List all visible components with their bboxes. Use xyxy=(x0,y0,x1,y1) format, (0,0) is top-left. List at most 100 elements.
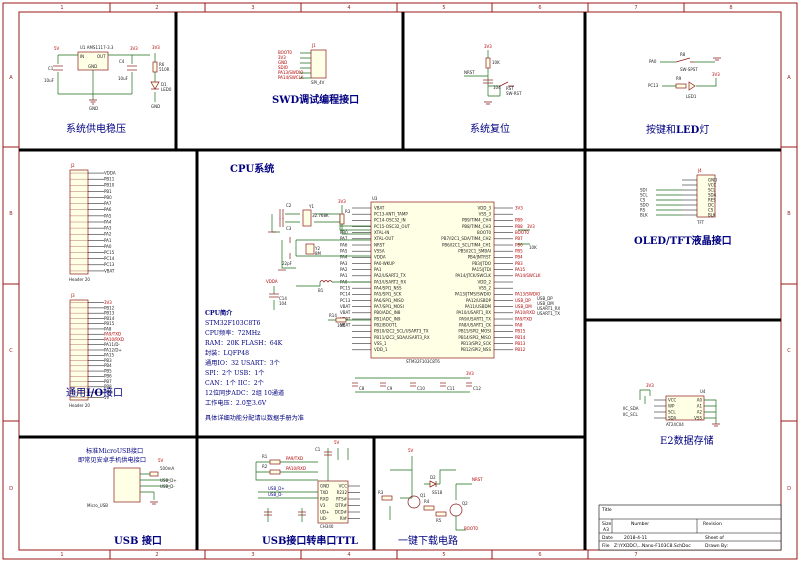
oled-net: SCL xyxy=(640,192,648,197)
header-pin-net: PB8 xyxy=(104,384,112,389)
eeprom-net-sda: IIC_SDA xyxy=(623,406,639,411)
zone-side-c-r: C xyxy=(787,348,791,354)
zone-markers-side: A B C D A B C D xyxy=(9,75,791,492)
mcu-right-net: PA15 xyxy=(515,267,525,272)
zone-top-3: 3 xyxy=(251,5,254,11)
led-3v3: 3V3 xyxy=(712,72,720,77)
zone-side-b: B xyxy=(9,211,13,217)
header-pin-net: PB9 xyxy=(104,390,112,395)
zone-top-7: 7 xyxy=(634,5,637,11)
cpu-note-line-4: 封装：LQFP48 xyxy=(205,349,249,357)
mcu-right-pin: VSS_3 xyxy=(479,212,492,217)
mcu-right-pin: VDD_2 xyxy=(478,279,492,284)
swd-pin-sdio: SDIO xyxy=(278,65,288,70)
tb-date-val: 2018-4-11 xyxy=(624,535,647,541)
oled-net: CS xyxy=(640,197,646,202)
tb-revision: Revision xyxy=(703,521,722,527)
cap-c14: C14 xyxy=(279,296,287,301)
swd-pin-gnd: GND xyxy=(278,60,287,65)
tb-size-val: A3 xyxy=(603,527,609,533)
ch340-left-pin: UD+ xyxy=(320,509,329,514)
header-pin-net: PB3 xyxy=(104,358,112,363)
header-b-ref: J3 xyxy=(70,293,75,298)
mcu-left-pin: PB2/BOOT1 xyxy=(374,323,397,328)
mcu-right-pin: PB8/TIM4_CH3 xyxy=(462,224,491,229)
zone-bot-5: 5 xyxy=(442,552,445,558)
cap-c14-val: 104 xyxy=(279,301,287,306)
mcu-right-net: PB14 xyxy=(515,335,526,340)
pb2-resistor-label: R14 xyxy=(329,313,337,318)
header-pin-net: PC15 xyxy=(104,250,115,255)
download-circuit: 5V D2 SS18 Q1 Q2 R3 R4 R5 NRST BOOT0 xyxy=(378,448,483,531)
cpu-note-title: CPU简介 xyxy=(205,309,233,317)
mcu-right-net: PA14/SWCLK xyxy=(515,273,541,278)
tb-file-val: Z:\YXDDC\...Nano-F103C8.SchDoc xyxy=(614,543,691,549)
mcu-left-pin: VSS_1 xyxy=(374,341,387,346)
cpu-note-line-7: CAN：1个 IIC：2个 xyxy=(205,380,264,387)
mcu-3v3-net: 3V3 xyxy=(527,224,535,229)
oled-pin: SCL xyxy=(708,187,716,192)
oled-pin: GND xyxy=(708,177,717,182)
section-title-keyled: 按键和LED灯 xyxy=(646,123,709,136)
zone-bot-1: 1 xyxy=(60,552,63,558)
usb-note-1: 标准MicroUSB接口 xyxy=(86,447,143,455)
ttl-r2: R2 xyxy=(262,464,268,469)
mcu-right-pin: PB13/SPI2_SCK xyxy=(461,341,492,346)
reset-c-value: 104 xyxy=(493,85,501,90)
xtal2-label: Y2 xyxy=(314,246,320,251)
section-title-usbttl: USB接口转串口TTL xyxy=(262,534,358,547)
section-title-e2: E2数据存储 xyxy=(660,434,714,447)
net-usb-dm: USB_DM xyxy=(537,301,554,306)
xtal1-value: 32.768K xyxy=(312,213,329,218)
header-pin-net: PB4 xyxy=(104,363,112,368)
ch340-right-pin: DTR# xyxy=(335,503,347,508)
section-title-cpu: CPU系统 xyxy=(230,162,274,175)
mcu-right-net: PA8 xyxy=(515,323,523,328)
eeprom-part: AT24C04 xyxy=(666,422,684,427)
r6-3v3-label: 3V3 xyxy=(152,45,160,50)
eeprom-right-pin: A1 xyxy=(697,403,703,408)
mcu-right-net: PB4 xyxy=(515,255,523,260)
mcu-left-pin: NRST xyxy=(374,242,385,247)
ttl-net-dp: USB_D+ xyxy=(268,486,285,491)
net-usart-tx: USART1_TX xyxy=(537,311,560,316)
mcu-right-net: PB3 xyxy=(515,261,523,266)
caps-3v3: 3V3 xyxy=(466,371,474,376)
tb-size: Size xyxy=(602,521,611,527)
mcu-right-pin: PB4/JNTRST xyxy=(468,255,492,260)
zone-bot-7: 7 xyxy=(634,552,637,558)
mcu-left-pin: PB11/I2C2_SDA/USART3_RX xyxy=(374,335,430,340)
mcu-right-pin: PA10/USART1_RX xyxy=(456,310,491,315)
dl-diode: D2 xyxy=(430,475,436,480)
mcu-left-pin: PB0/ADC_IN8 xyxy=(374,310,401,315)
reset-circuit: 3V3 10K 104 NRST RST SW-RST xyxy=(464,44,522,105)
r6-label: R6 xyxy=(159,62,165,67)
oled-conn-label: TFT xyxy=(696,220,705,225)
mcu-left-net: PC15 xyxy=(340,286,351,291)
inductor-label: B1 xyxy=(318,288,324,293)
dl-q1: Q1 xyxy=(420,493,426,498)
header-pin-net: PA9/TXD xyxy=(104,332,121,337)
mcu-left-net: PA1 xyxy=(340,273,348,278)
section-title-swd: SWD调试编程接口 xyxy=(272,93,359,106)
zone-top-8: 8 xyxy=(729,5,732,11)
reset-r-value: 10K xyxy=(492,60,500,65)
key-switch-label: SW-SPST xyxy=(680,67,698,72)
ch340-right-pin: R232 xyxy=(337,490,348,495)
header-pin-net: PA12/D+ xyxy=(104,347,122,352)
mcu-right-pin: PB6/I2C1_SCL/TIM4_CH1 xyxy=(442,242,491,247)
c1-value: 10uF xyxy=(44,78,55,83)
tb-sheet: Sheet of xyxy=(705,535,724,541)
header-pin-net: PA15 xyxy=(104,353,114,358)
header-pin-net: PB13 xyxy=(104,311,115,316)
header-pin-net: PA10/RXD xyxy=(104,337,124,342)
mcu-right-pin: PA11/USBDM xyxy=(465,304,492,309)
swd-pin-3v3: 3V3 xyxy=(278,55,286,60)
eeprom-net-scl: IIC_SCL xyxy=(623,412,638,417)
tb-file: File xyxy=(602,543,610,549)
section-title-usb: USB 接口 xyxy=(114,534,162,547)
mcu-left-pin: VBAT xyxy=(374,205,385,210)
dl-diode-val: SS18 xyxy=(432,490,443,495)
xtal1-label: Y1 xyxy=(308,204,314,209)
